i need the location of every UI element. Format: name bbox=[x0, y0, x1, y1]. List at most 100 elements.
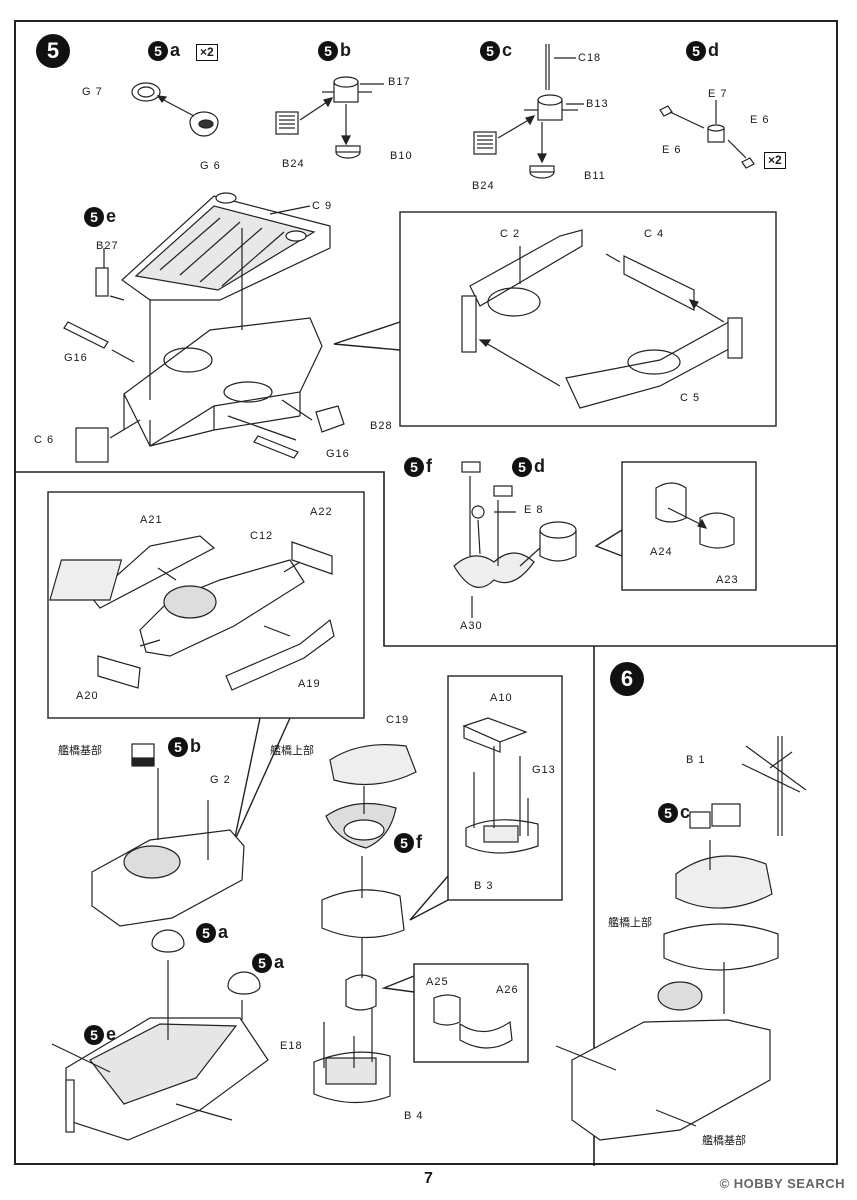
step-5b-number: 5 bbox=[318, 40, 338, 61]
step-5-marker: 5 bbox=[36, 34, 70, 68]
step-5d-letter: d bbox=[708, 40, 719, 60]
part-label-e6-b: E 6 bbox=[662, 144, 682, 156]
inset-5f-drawing bbox=[655, 482, 735, 549]
instruction-frame bbox=[14, 20, 838, 1165]
label-bridge-base-b: 艦橋基部 bbox=[702, 1134, 746, 1147]
part-label-b28: B28 bbox=[370, 420, 393, 432]
part-label-a22: A22 bbox=[310, 506, 333, 518]
part-label-b24-a: B24 bbox=[282, 158, 305, 170]
bridge-upper-assembly bbox=[313, 744, 417, 1104]
step-6-drawing bbox=[555, 736, 807, 1141]
step-5c-number: 5 bbox=[480, 40, 500, 61]
part-label-g16-a: G16 bbox=[64, 352, 88, 364]
ref-5c-letter: c bbox=[680, 802, 691, 822]
part-label-c9: C 9 bbox=[312, 200, 333, 212]
page-number: 7 bbox=[424, 1170, 433, 1187]
label-bridge-upper-a: 艦橋上部 bbox=[270, 744, 314, 757]
part-label-b1: B 1 bbox=[686, 754, 706, 766]
part-label-a10: A10 bbox=[490, 692, 513, 704]
step-5c-marker: 5 c bbox=[480, 40, 512, 61]
multiplier-badge-5a: ×2 bbox=[196, 44, 218, 61]
step-5b-marker: 5 b bbox=[318, 40, 351, 61]
inset-box-a10 bbox=[447, 675, 563, 901]
step-5a-drawing bbox=[131, 82, 219, 137]
divider-upper bbox=[16, 471, 836, 647]
part-label-c2: C 2 bbox=[500, 228, 521, 240]
ref-5a-number-1: 5 bbox=[196, 922, 216, 943]
part-label-e18: E18 bbox=[280, 1040, 303, 1052]
part-label-g13: G13 bbox=[532, 764, 556, 776]
part-label-c6: C 6 bbox=[34, 434, 55, 446]
part-label-c12: C12 bbox=[250, 530, 274, 542]
part-label-g16-b: G16 bbox=[326, 448, 350, 460]
part-label-a25: A25 bbox=[426, 976, 449, 988]
label-bridge-base-a: 艦橋基部 bbox=[58, 744, 102, 757]
part-label-g6: G 6 bbox=[200, 160, 221, 172]
step-5a-marker: 5 a bbox=[148, 40, 180, 61]
step-5f-marker: 5 f bbox=[404, 456, 432, 477]
part-label-a21: A21 bbox=[140, 514, 163, 526]
ref-5b-marker: 5 b bbox=[168, 736, 201, 757]
ref-5a-letter-1: a bbox=[218, 922, 229, 942]
inset-bridge-base-drawing bbox=[49, 535, 335, 691]
step-5f-letter: f bbox=[426, 456, 432, 476]
watermark: © HOBBY SEARCH bbox=[719, 1176, 845, 1191]
step-5e-drawing bbox=[63, 192, 345, 463]
inset-a25-drawing bbox=[433, 994, 513, 1049]
step-5c-drawing bbox=[473, 44, 584, 179]
part-label-b11: B11 bbox=[584, 170, 606, 182]
inset-a10-drawing bbox=[462, 717, 539, 854]
ref-5a-marker-2: 5 a bbox=[252, 952, 284, 973]
step-5b-drawing bbox=[275, 76, 384, 159]
step-5b-letter: b bbox=[340, 40, 351, 60]
part-label-e8: E 8 bbox=[524, 504, 544, 516]
part-label-g7: G 7 bbox=[82, 86, 103, 98]
part-label-b27: B27 bbox=[96, 240, 119, 252]
step-5f-number: 5 bbox=[404, 456, 424, 477]
ref-5f-number: 5 bbox=[394, 832, 414, 853]
part-label-g2: G 2 bbox=[210, 774, 231, 786]
ref-5a-marker-1: 5 a bbox=[196, 922, 228, 943]
part-label-c5: C 5 bbox=[680, 392, 701, 404]
part-label-b13: B13 bbox=[586, 98, 609, 110]
ref-5e-number: 5 bbox=[84, 1024, 104, 1045]
part-label-e7: E 7 bbox=[708, 88, 728, 100]
step-6-marker: 6 bbox=[610, 662, 644, 696]
ref-5d-marker: 5 d bbox=[512, 456, 545, 477]
ref-5c-number: 5 bbox=[658, 802, 678, 823]
ref-5d-number: 5 bbox=[512, 456, 532, 477]
ref-5f-marker: 5 f bbox=[394, 832, 422, 853]
part-label-a19: A19 bbox=[298, 678, 321, 690]
ref-5a-letter-2: a bbox=[274, 952, 285, 972]
step-5a-letter: a bbox=[170, 40, 181, 60]
bridge-base-assembly bbox=[51, 743, 269, 1141]
part-label-b10: B10 bbox=[390, 150, 413, 162]
step-5e-number: 5 bbox=[84, 206, 104, 227]
part-label-a30: A30 bbox=[460, 620, 483, 632]
part-label-e6-a: E 6 bbox=[750, 114, 770, 126]
inset-5e-drawing bbox=[461, 229, 743, 409]
part-label-c19: C19 bbox=[386, 714, 410, 726]
step-5d-marker: 5 d bbox=[686, 40, 719, 61]
part-label-c4: C 4 bbox=[644, 228, 665, 240]
inset-box-5f bbox=[621, 461, 757, 591]
part-label-b4: B 4 bbox=[404, 1110, 424, 1122]
multiplier-badge-5d: ×2 bbox=[764, 152, 786, 169]
step-5f-drawing bbox=[453, 461, 577, 618]
part-label-a20: A20 bbox=[76, 690, 99, 702]
ref-5f-letter: f bbox=[416, 832, 422, 852]
step-5d-number: 5 bbox=[686, 40, 706, 61]
ref-5c-marker: 5 c bbox=[658, 802, 690, 823]
ref-5e-letter: e bbox=[106, 1024, 117, 1044]
part-label-c18: C18 bbox=[578, 52, 602, 64]
ref-5b-letter: b bbox=[190, 736, 201, 756]
part-label-b3: B 3 bbox=[474, 880, 494, 892]
step-5c-letter: c bbox=[502, 40, 513, 60]
part-label-b17: B17 bbox=[388, 76, 411, 88]
part-label-a24: A24 bbox=[650, 546, 673, 558]
ref-5a-number-2: 5 bbox=[252, 952, 272, 973]
step-5e-letter: e bbox=[106, 206, 117, 226]
step-5e-marker: 5 e bbox=[84, 206, 116, 227]
label-bridge-upper-b: 艦橋上部 bbox=[608, 916, 652, 929]
